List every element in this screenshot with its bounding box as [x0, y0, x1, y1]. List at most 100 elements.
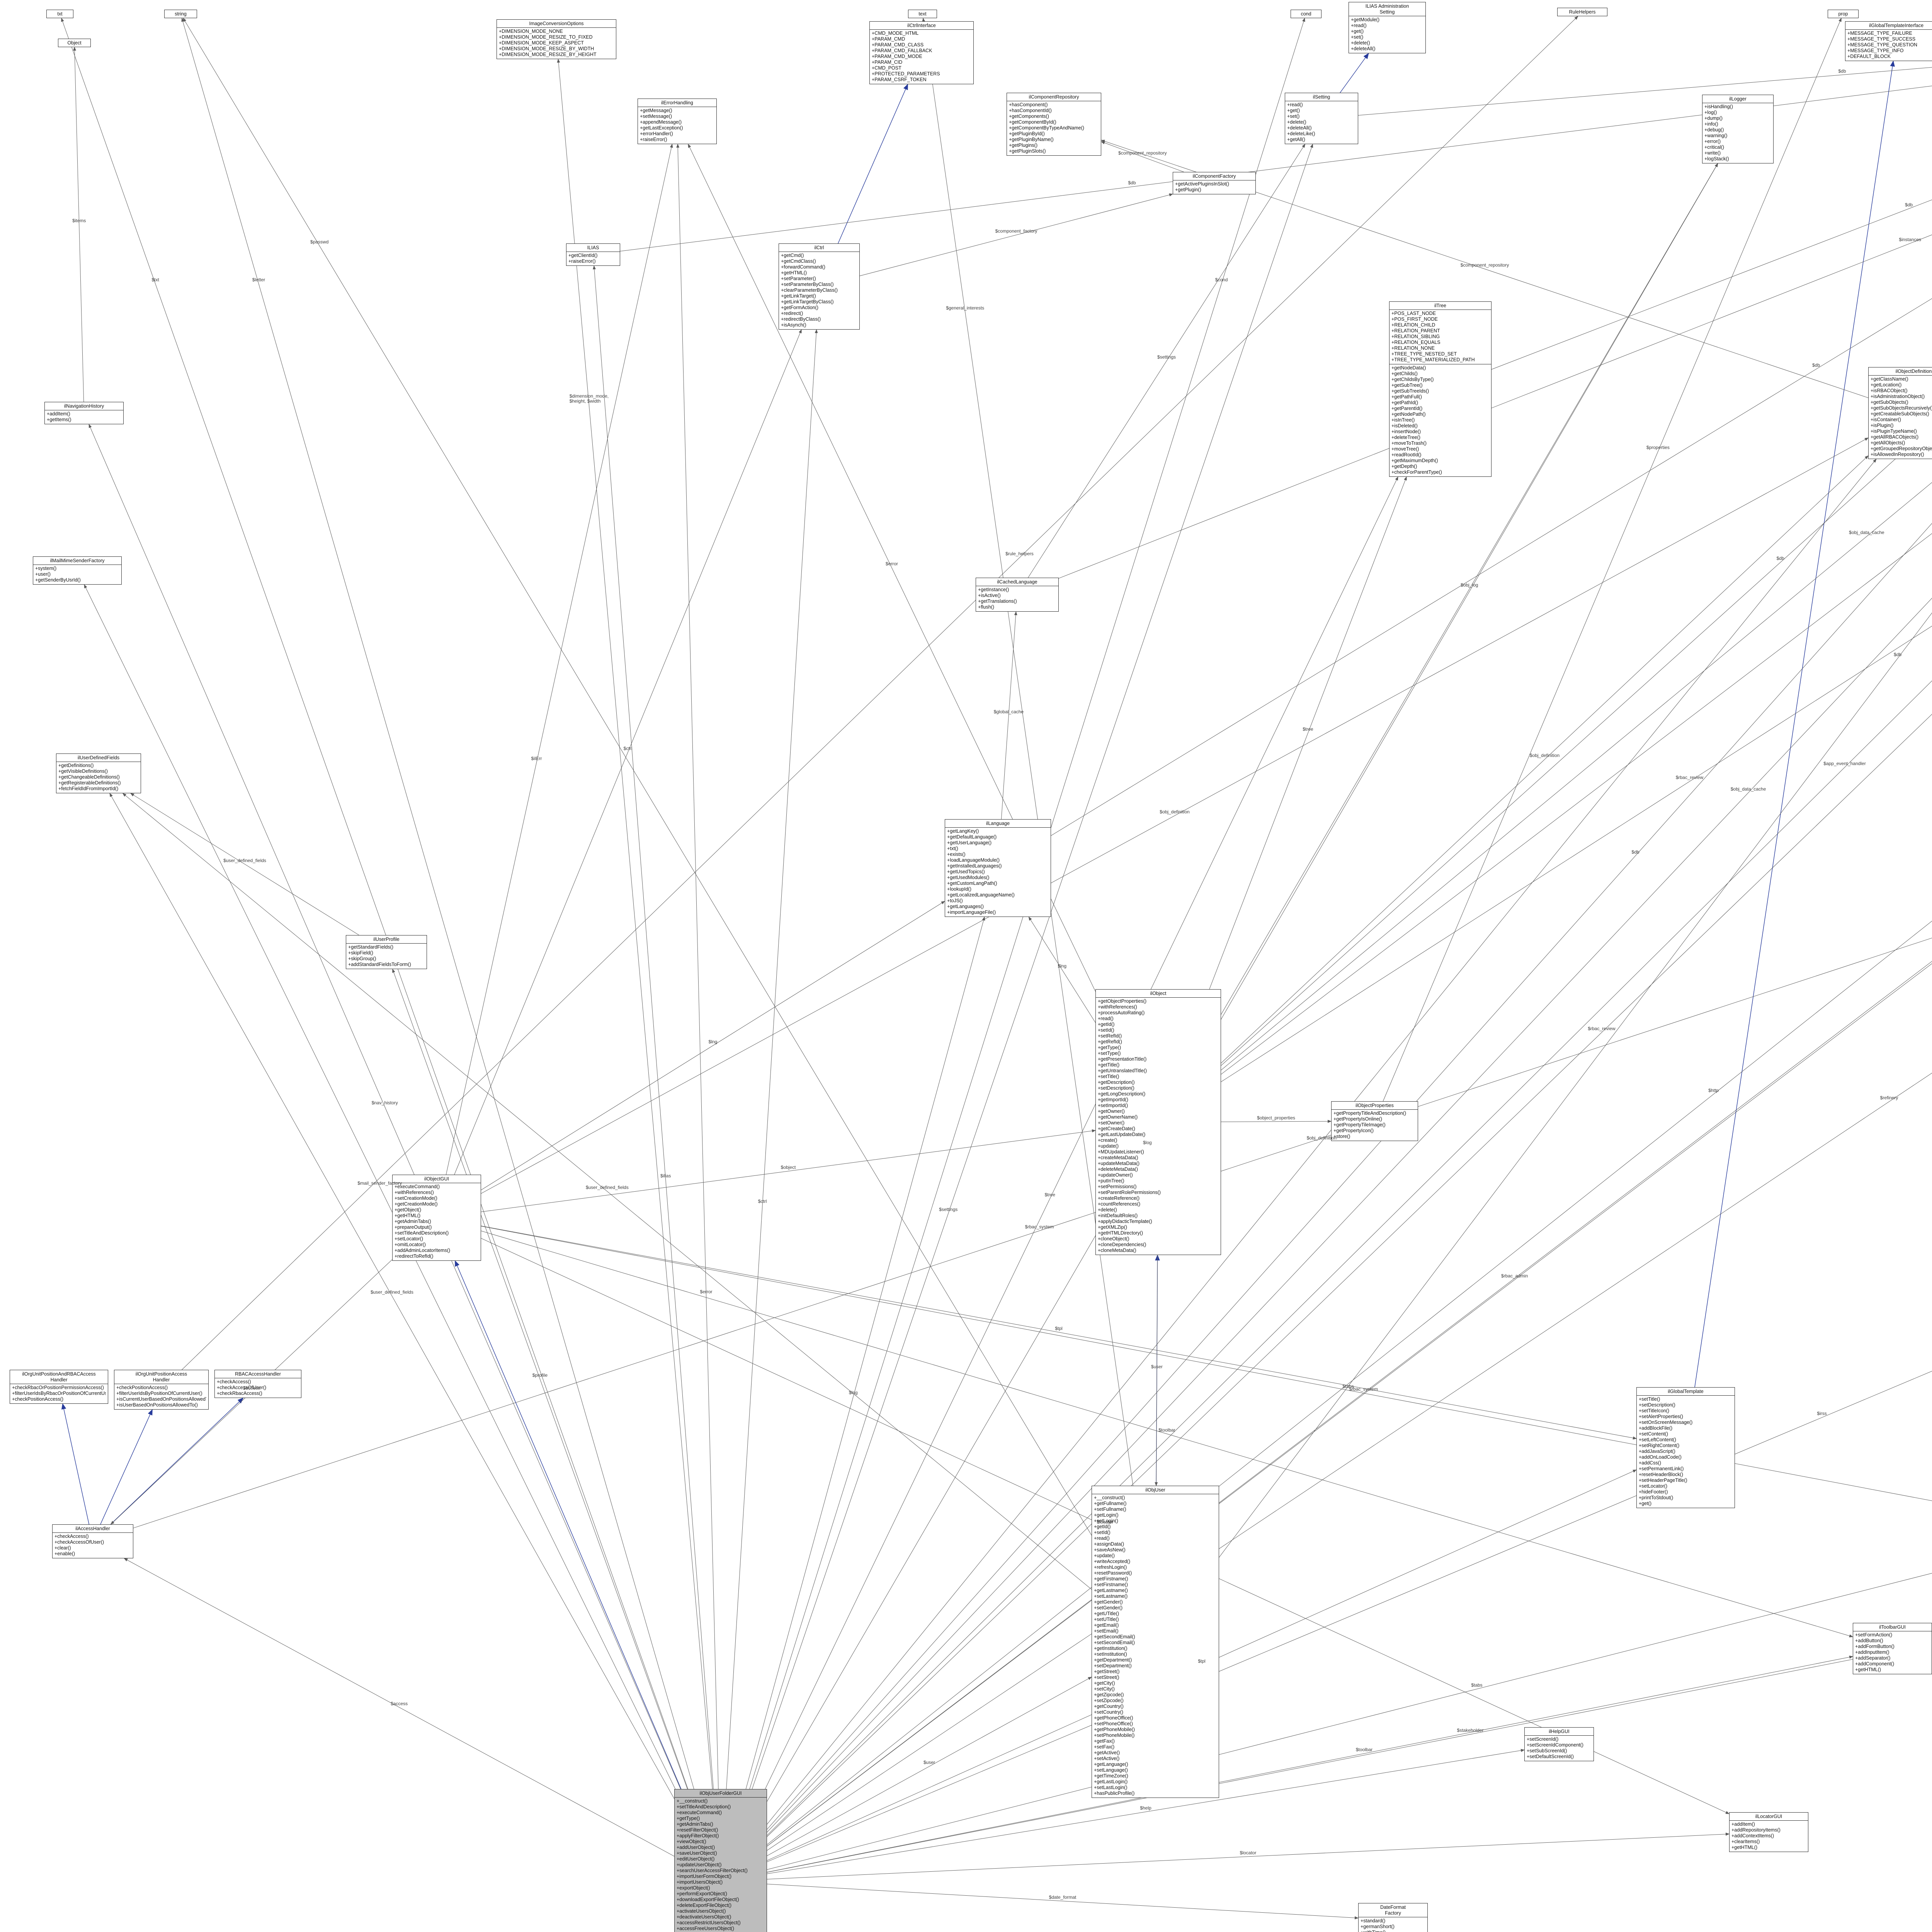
usage-edge	[481, 1226, 1637, 1440]
class-node-ilUserDefinedFields[interactable]: ilUserDefinedFields+getDefinitions()+get…	[56, 753, 141, 793]
method-line: +getLangKey()	[947, 828, 979, 834]
class-node-prop[interactable]: prop	[1828, 10, 1859, 18]
class-title: DateFormat Factory	[1380, 1905, 1406, 1916]
method-line: +resetPassword()	[1094, 1570, 1132, 1576]
method-line: +assignData()	[1094, 1541, 1124, 1547]
method-line: +saveAsNew()	[1094, 1547, 1126, 1553]
method-line: +redirectToRefId()	[395, 1253, 434, 1259]
class-node-ilGlobalTemplate[interactable]: ilGlobalTemplate+setTitle()+setDescripti…	[1636, 1387, 1735, 1508]
method-line: +readRootId()	[1391, 452, 1422, 457]
methods-compartment: +getInstance()+isActive()+getTranslation…	[976, 586, 1058, 611]
class-node-ilGlobalTemplateInterface[interactable]: ilGlobalTemplateInterface+MESSAGE_TYPE_F…	[1845, 21, 1932, 61]
class-node-ilLocatorGUI[interactable]: ilLocatorGUI+addItem()+addRepositoryItem…	[1729, 1812, 1808, 1852]
class-node-rbacAccessHandler[interactable]: RBACAccessHandler+checkAccess()+checkAcc…	[214, 1370, 301, 1398]
class-node-ilLanguage[interactable]: ilLanguage+getLangKey()+getDefaultLangua…	[945, 819, 1051, 917]
method-line: +deactivateUsersObject()	[677, 1914, 731, 1920]
class-node-graySubject[interactable]: ilObjUserFolderGUI+__construct()+setTitl…	[674, 1789, 767, 1932]
inheritance-edge	[1340, 53, 1369, 93]
method-line: +isUserBasedOnPositionsAllowedTo()	[116, 1402, 198, 1408]
class-node-string[interactable]: string	[164, 10, 197, 18]
method-line: +getOwner()	[1098, 1109, 1125, 1114]
method-line: +read()	[1351, 23, 1367, 28]
class-node-ilNavigationHistory[interactable]: ilNavigationHistory+addItem()+getItems()	[44, 402, 124, 424]
method-line: +update()	[1094, 1553, 1115, 1558]
method-line: +clearParameterByClass()	[781, 287, 838, 293]
method-line: +getUsedModules()	[947, 875, 990, 880]
class-node-ilSetting[interactable]: ilSetting+read()+get()+set()+delete()+de…	[1285, 93, 1358, 144]
methods-compartment: +getClientId()+raiseError()	[566, 252, 620, 265]
class-node-ilUserProfile[interactable]: ilUserProfile+getStandardFields()+skipFi…	[346, 935, 427, 969]
method-line: +exportObject()	[677, 1885, 710, 1891]
method-line: +getObject()	[395, 1207, 422, 1213]
class-node-orgUnitPosHandler[interactable]: ilOrgUnitPositionAccess Handler+checkPos…	[114, 1370, 209, 1410]
class-node-ilObjectGUI[interactable]: ilObjectGUI+executeCommand()+withReferen…	[392, 1175, 481, 1261]
class-node-ilObjUser[interactable]: ilObjUser+__construct()+getFullname()+se…	[1092, 1486, 1219, 1798]
class-node-ilToolbarGUI[interactable]: ilToolbarGUI+setFormAction()+addButton()…	[1853, 1623, 1932, 1674]
methods-compartment: +getClassName()+getLocation()+isRBACObje…	[1869, 375, 1932, 459]
method-line: +clear()	[54, 1545, 71, 1551]
methods-compartment: +getMessage()+setMessage()+appendMessage…	[638, 107, 716, 144]
method-line: +moveToTrash()	[1391, 440, 1427, 446]
usage-edge	[1155, 1255, 1158, 1486]
method-line: +getPathFull()	[1391, 394, 1422, 400]
class-node-dateFormatFactory[interactable]: DateFormat Factory+standard()+germanShor…	[1358, 1903, 1428, 1932]
method-line: +getCmdClass()	[781, 259, 816, 264]
class-node-imageOptions[interactable]: ImageConversionOptions+DIMENSION_MODE_NO…	[497, 19, 616, 59]
class-node-txt[interactable]: txt	[46, 10, 73, 18]
class-node-cond[interactable]: cond	[1291, 10, 1321, 18]
class-node-adminSetting[interactable]: ILIAS Administration Setting+getModule()…	[1349, 2, 1426, 53]
method-line: +setFullname()	[1094, 1507, 1126, 1512]
class-node-text[interactable]: text	[908, 10, 937, 18]
methods-compartment: +setTitle()+setDescription()+setTitleIco…	[1637, 1395, 1735, 1508]
method-line: +setId()	[1094, 1530, 1111, 1535]
method-line: +setFirstname()	[1094, 1582, 1128, 1587]
method-line: +raiseError()	[568, 259, 596, 264]
method-line: +withReferences()	[1098, 1004, 1137, 1010]
class-node-ilTree[interactable]: ilTree+POS_LAST_NODE+POS_FIRST_NODE+RELA…	[1389, 301, 1492, 477]
method-line: +addCss()	[1639, 1460, 1662, 1466]
usage-edge	[767, 1655, 1853, 1872]
method-line: +cloneDependencies()	[1098, 1242, 1146, 1247]
class-node-objectTop[interactable]: Object	[58, 39, 91, 47]
method-line: +delete()	[1098, 1207, 1117, 1213]
method-line: +setActive()	[1094, 1756, 1120, 1761]
method-line: +checkAccess()	[54, 1534, 89, 1539]
class-node-ilComponentFactory[interactable]: ilComponentFactory+getActivePluginsInSlo…	[1173, 172, 1256, 194]
class-title: prop	[1838, 11, 1848, 17]
method-line: +getLastname()	[1094, 1588, 1128, 1593]
class-node-ilCachedLanguage[interactable]: ilCachedLanguage+getInstance()+isActive(…	[976, 578, 1059, 612]
class-title: ilNavigationHistory	[64, 403, 104, 409]
class-title: ilTree	[1434, 303, 1446, 308]
class-node-iliasMain[interactable]: ILIAS+getClientId()+raiseError()	[566, 243, 620, 266]
class-node-orgUnitPosRbacHandler[interactable]: ilOrgUnitPositionAndRBACAccess Handler+c…	[10, 1370, 108, 1404]
method-line: +deleteMetaData()	[1098, 1167, 1138, 1172]
method-line: +setFormAction()	[1855, 1632, 1893, 1638]
inheritance-edge	[1694, 60, 1895, 1388]
method-line: +addFormButton()	[1855, 1644, 1895, 1649]
attributes-compartment: +MESSAGE_TYPE_FAILURE+MESSAGE_TYPE_SUCCE…	[1845, 29, 1932, 61]
class-title: ilUserProfile	[373, 937, 400, 942]
class-node-ilComponentRepository[interactable]: ilComponentRepository+hasComponent()+has…	[1007, 93, 1101, 156]
class-title: ilCtrlInterface	[907, 23, 936, 28]
usage-edge	[88, 424, 681, 1789]
class-node-ilCtrl[interactable]: ilCtrl+getCmd()+getCmdClass()+forwardCom…	[779, 243, 860, 330]
method-line: +applyDidacticTemplate()	[1098, 1219, 1152, 1224]
class-node-ilObject[interactable]: ilObject+getObjectProperties()+withRefer…	[1095, 989, 1221, 1255]
class-node-ilMailMimeSenderFactory[interactable]: ilMailMimeSenderFactory+system()+user()+…	[33, 556, 122, 585]
class-node-ilHelpGUI[interactable]: ilHelpGUI+setScreenId()+setScreenIdCompo…	[1524, 1727, 1594, 1761]
class-title: ilLanguage	[986, 821, 1010, 826]
method-line: +checkRbacAccess()	[217, 1391, 262, 1396]
class-node-ilCtrlInterface[interactable]: ilCtrlInterface+CMD_MODE_HTML+PARAM_CMD+…	[869, 21, 974, 84]
class-node-ilObjectDefinition[interactable]: ilObjectDefinition+getClassName()+getLoc…	[1868, 367, 1932, 459]
class-title: RBACAccessHandler	[235, 1371, 281, 1377]
method-line: +getPluginById()	[1009, 131, 1045, 136]
method-line: +setOwner()	[1098, 1120, 1125, 1126]
class-node-ilAccessHandler[interactable]: ilAccessHandler+checkAccess()+checkAcces…	[52, 1524, 133, 1558]
class-node-ilErrorHandling[interactable]: ilErrorHandling+getMessage()+setMessage(…	[638, 99, 717, 144]
method-line: +getAdminTabs()	[677, 1821, 713, 1827]
methods-compartment: +addItem()+addRepositoryItems()+addConte…	[1730, 1820, 1808, 1852]
class-node-ilObjectProperties[interactable]: ilObjectProperties+getPropertyTitleAndDe…	[1331, 1101, 1418, 1141]
class-node-ilLogger[interactable]: ilLogger+isHandling()+log()+dump()+info(…	[1702, 95, 1774, 163]
class-node-ruleHelpers[interactable]: RuleHelpers	[1557, 8, 1607, 16]
method-line: +setPermissions()	[1098, 1184, 1137, 1189]
